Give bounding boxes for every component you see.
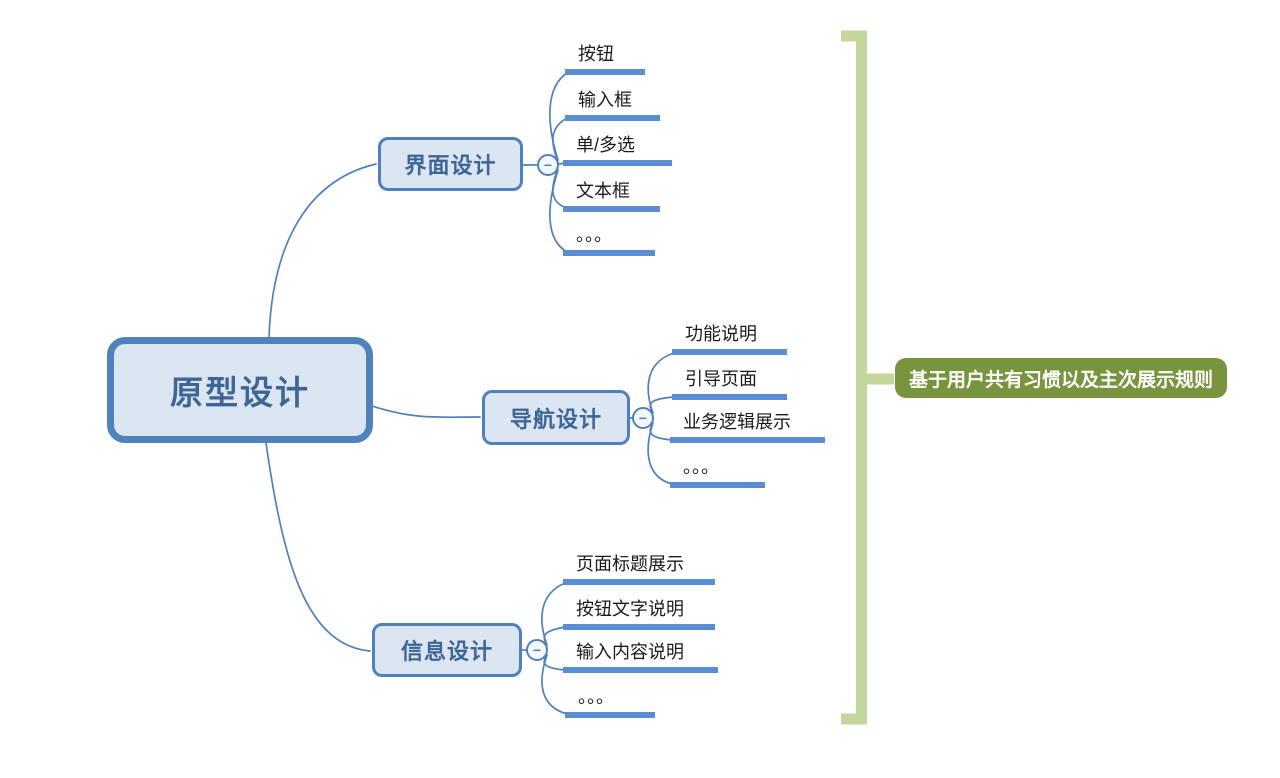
- leaf-label: 输入内容说明: [576, 642, 684, 662]
- leaf-node[interactable]: 文本框: [563, 178, 660, 212]
- leaf-node[interactable]: 按钮: [565, 41, 645, 75]
- leaf-label: 引导页面: [685, 369, 757, 389]
- branch-node-interface-design[interactable]: 界面设计: [378, 137, 523, 191]
- leaf-label: 按钮文字说明: [576, 599, 684, 619]
- minus-icon: −: [532, 642, 542, 658]
- minus-icon: −: [543, 157, 553, 173]
- leaf-node[interactable]: 。。。: [565, 684, 655, 718]
- branch-node-label: 导航设计: [509, 406, 602, 432]
- leaf-node[interactable]: 输入框: [565, 87, 660, 121]
- minus-icon: −: [638, 410, 648, 426]
- leaf-node[interactable]: 按钮文字说明: [563, 596, 715, 630]
- leaf-label: 。。。: [576, 225, 612, 245]
- annotation-text: 基于用户共有习惯以及主次展示规则: [908, 369, 1213, 391]
- root-node[interactable]: 原型设计: [107, 337, 373, 443]
- root-node-label: 原型设计: [170, 374, 310, 411]
- leaf-label: 单/多选: [576, 135, 636, 155]
- annotation-label[interactable]: 基于用户共有习惯以及主次展示规则: [895, 358, 1227, 398]
- connector-lines: [265, 72, 675, 715]
- leaf-node[interactable]: 业务逻辑展示: [670, 409, 825, 443]
- leaf-label: 。。。: [683, 457, 719, 477]
- leaf-label: 页面标题展示: [576, 554, 684, 574]
- leaf-node[interactable]: 。。。: [670, 454, 765, 488]
- branch-node-label: 信息设计: [400, 639, 493, 664]
- leaf-node[interactable]: 页面标题展示: [563, 551, 715, 585]
- branch-node-information-design[interactable]: 信息设计: [372, 623, 522, 677]
- branch-node-navigation-design[interactable]: 导航设计: [482, 390, 630, 445]
- leaf-node[interactable]: 。。。: [563, 222, 655, 256]
- collapse-button[interactable]: −: [526, 639, 548, 661]
- collapse-button[interactable]: −: [632, 407, 654, 429]
- branch-node-label: 界面设计: [404, 153, 497, 178]
- leaf-label: 业务逻辑展示: [683, 412, 791, 432]
- leaf-node[interactable]: 功能说明: [672, 321, 787, 355]
- leaf-label: 功能说明: [685, 324, 757, 344]
- leaf-label: 。。。: [578, 687, 614, 707]
- leaf-label: 输入框: [578, 90, 632, 110]
- leaf-node[interactable]: 单/多选: [563, 132, 672, 166]
- leaf-label: 按钮: [578, 44, 614, 64]
- grouping-bracket: [841, 30, 894, 725]
- leaf-node[interactable]: 引导页面: [672, 366, 787, 400]
- leaf-label: 文本框: [576, 181, 630, 201]
- leaf-node[interactable]: 输入内容说明: [563, 639, 718, 673]
- collapse-button[interactable]: −: [537, 154, 559, 176]
